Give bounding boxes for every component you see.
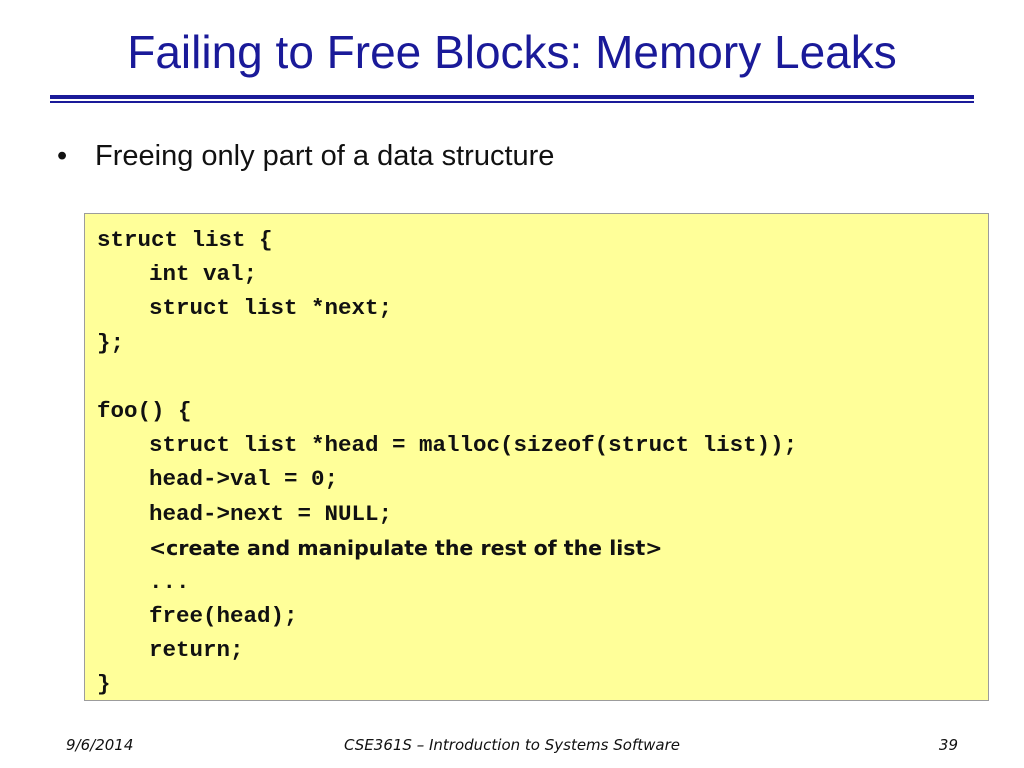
- slide-title: Failing to Free Blocks: Memory Leaks: [127, 26, 897, 78]
- code-line: int val;: [149, 261, 258, 288]
- bullet-text: Freeing only part of a data structure: [95, 140, 555, 172]
- code-line: struct list *head = malloc(sizeof(struct…: [149, 432, 798, 459]
- code-line: struct list {: [97, 227, 273, 253]
- code-line-blank: [97, 360, 988, 394]
- footer-page-number: 39: [938, 736, 958, 754]
- bullet-marker: •: [57, 140, 68, 172]
- code-line-pseudocode: <create and manipulate the rest of the l…: [149, 535, 663, 560]
- bullet-item: • Freeing only part of a data structure: [57, 136, 554, 176]
- code-block: struct list { int val; struct list *next…: [84, 213, 989, 701]
- footer-date: 9/6/2014: [66, 736, 134, 754]
- code-line: foo() {: [97, 397, 192, 424]
- code-line: };: [97, 329, 125, 356]
- code-line: return;: [149, 637, 244, 664]
- code-line: ...: [149, 568, 190, 595]
- code-line: head->val = 0;: [149, 466, 339, 493]
- title-divider-thin: [50, 101, 974, 103]
- code-line: head->next = NULL;: [149, 500, 393, 527]
- code-line: free(head);: [149, 603, 298, 630]
- code-line: struct list *next;: [149, 295, 393, 322]
- footer-course-title: CSE361S – Introduction to Systems Softwa…: [344, 736, 680, 754]
- title-divider-thick: [50, 95, 974, 99]
- code-line: }: [97, 671, 111, 698]
